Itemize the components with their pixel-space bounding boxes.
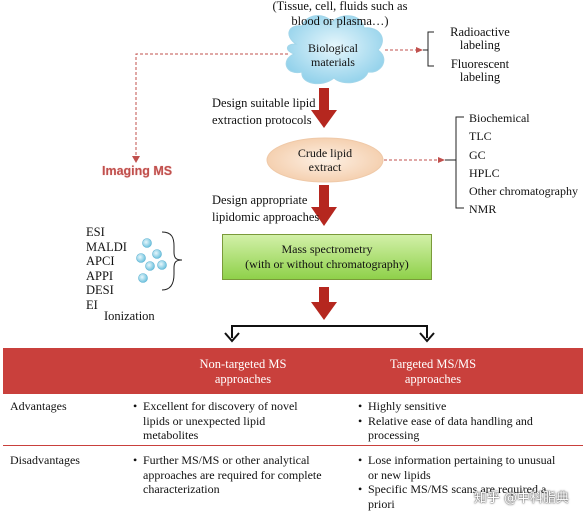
fluorescent-line-2: labeling [459, 70, 501, 84]
ionization-methods-list: ESI MALDI APCI APPI DESI EI [86, 225, 127, 313]
technique-item: Other chromatography [469, 184, 578, 199]
header-targeted-line-2: approaches [404, 372, 462, 386]
source-text: (Tissue, cell, fluids such as blood or p… [240, 0, 440, 29]
row-label-advantages: Advantages [10, 399, 67, 413]
techniques-bracket [455, 116, 464, 209]
comparison-table: Non-targeted MS approaches Targeted MS/M… [3, 348, 583, 516]
biological-materials-cloud [285, 15, 385, 85]
header-non-targeted-line-2: approaches [214, 372, 272, 386]
list-item: Excellent for discovery of novel lipids … [133, 399, 318, 443]
ms-line-1: Mass spectrometry [281, 242, 373, 256]
advantages-targeted: Highly sensitive Relative ease of data h… [358, 399, 568, 443]
list-item: Highly sensitive [358, 399, 568, 414]
crude-line-1: Crude lipid [297, 146, 353, 160]
step1-line-1: Design suitable lipid [212, 96, 316, 110]
disadvantages-non-targeted: Further MS/MS or other analytical approa… [133, 453, 328, 497]
source-line-1: (Tissue, cell, fluids such as [272, 0, 408, 13]
arrow-crude-to-ms [311, 185, 337, 226]
technique-item: HPLC [469, 165, 500, 180]
crude-lipid-extract-ellipse [266, 137, 384, 183]
list-item: Specific MS/MS scans are required a prio… [358, 482, 568, 511]
step-extraction: Design suitable lipid extraction protoco… [212, 96, 322, 128]
fluorescent-line-1: Fluorescent [450, 57, 510, 71]
header-targeted-line-1: Targeted MS/MS [389, 357, 477, 371]
source-line-2: blood or plasma…) [291, 14, 389, 28]
labeling-bracket [427, 31, 434, 67]
ionization-method: ESI [86, 225, 105, 239]
radioactive-labeling: Radioactive labeling [436, 25, 524, 53]
advantages-non-targeted: Excellent for discovery of novel lipids … [133, 399, 318, 443]
step1-line-2: extraction protocols [212, 113, 312, 127]
ionization-brace [161, 231, 183, 291]
techniques-list: Biochemical TLC GC HPLC Other chromatogr… [469, 109, 578, 219]
list-item: Relative ease of data handling and proce… [358, 414, 568, 443]
ionization-method: APCI [86, 254, 115, 269]
technique-item: TLC [469, 129, 492, 144]
labeling-arrowhead [416, 47, 423, 53]
step-lipidomic: Design appropriate lipidomic approaches [212, 193, 322, 225]
row-label-disadvantages: Disadvantages [10, 453, 80, 467]
biological-line-1: Biological [308, 41, 358, 55]
header-non-targeted: Non-targeted MS approaches [173, 357, 313, 387]
radioactive-line-1: Radioactive [450, 25, 510, 39]
imaging-ms-label: Imaging MS [102, 164, 173, 178]
dashed-line-imaging [135, 53, 288, 158]
mass-spectrometry-box: Mass spectrometry (with or without chrom… [222, 234, 432, 280]
crude-lipid-extract-label: Crude lipid extract [285, 146, 365, 174]
step2-line-1: Design appropriate [212, 193, 308, 207]
technique-item: GC [469, 147, 486, 162]
ionization-method: APPI [86, 268, 114, 283]
table-header [3, 348, 583, 394]
ionization-label: Ionization [104, 309, 155, 323]
technique-item: NMR [469, 202, 497, 217]
biological-materials-label: Biological materials [283, 41, 383, 69]
header-non-targeted-line-1: Non-targeted MS [199, 357, 287, 371]
list-item: Further MS/MS or other analytical approa… [133, 453, 328, 497]
arrow-ms-to-table [311, 287, 337, 320]
techniques-arrowhead [438, 157, 445, 163]
split-arrow-right-head [419, 332, 435, 343]
ionization-method: DESI [86, 283, 114, 298]
radioactive-line-2: labeling [459, 38, 501, 52]
ion-dots [136, 238, 167, 283]
ionization-method: EI [86, 297, 98, 312]
technique-item: Biochemical [469, 111, 530, 125]
step2-line-2: lipidomic approaches [212, 210, 320, 224]
disadvantages-targeted: Lose information pertaining to unusual o… [358, 453, 568, 511]
fluorescent-labeling: Fluorescent labeling [436, 57, 524, 85]
header-targeted: Targeted MS/MS approaches [363, 357, 503, 387]
ms-line-2: (with or without chromatography) [245, 257, 409, 271]
ionization-method: MALDI [86, 239, 127, 254]
biological-line-2: materials [311, 55, 355, 69]
imaging-arrowhead [132, 156, 140, 163]
row-divider [3, 445, 583, 446]
watermark: 知乎 @中科脂典 [473, 491, 569, 506]
arrow-cloud-to-crude [311, 88, 337, 128]
split-arrow-lines [231, 325, 428, 338]
split-arrow-left-head [224, 332, 240, 343]
crude-line-2: extract [308, 160, 342, 174]
list-item: Lose information pertaining to unusual o… [358, 453, 568, 482]
